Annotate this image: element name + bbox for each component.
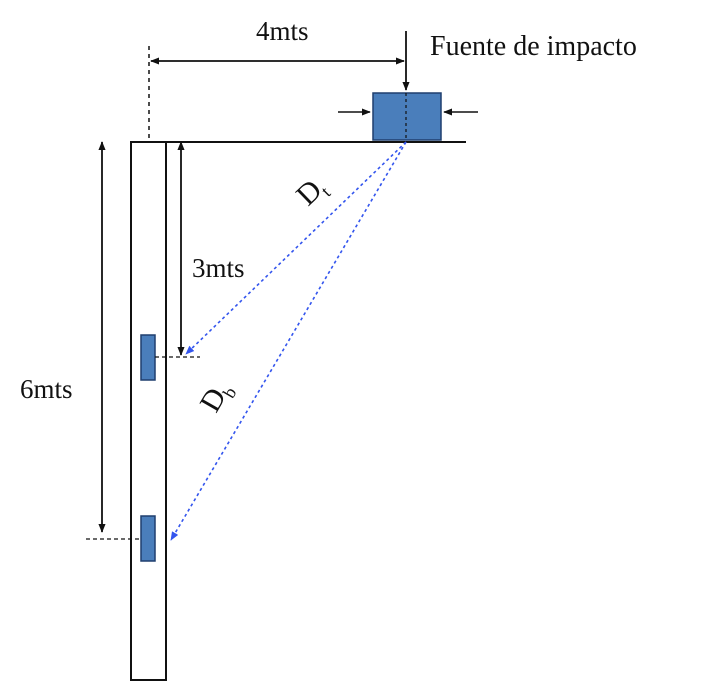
ray-top-label: D t (290, 173, 334, 212)
bottom-depth-label: 6mts (20, 374, 73, 404)
source-label: Fuente de impacto (430, 31, 637, 62)
impact-source-block (372, 92, 442, 141)
borehole (130, 141, 167, 681)
ray-top-path (185, 141, 407, 355)
ray-bottom-label: D b (193, 382, 240, 417)
horizontal-distance-label: 4mts (256, 16, 309, 46)
top-depth-label: 3mts (192, 253, 245, 283)
ray-bottom-path (170, 141, 407, 541)
bottom-sensor (140, 515, 156, 562)
top-sensor (140, 334, 156, 381)
